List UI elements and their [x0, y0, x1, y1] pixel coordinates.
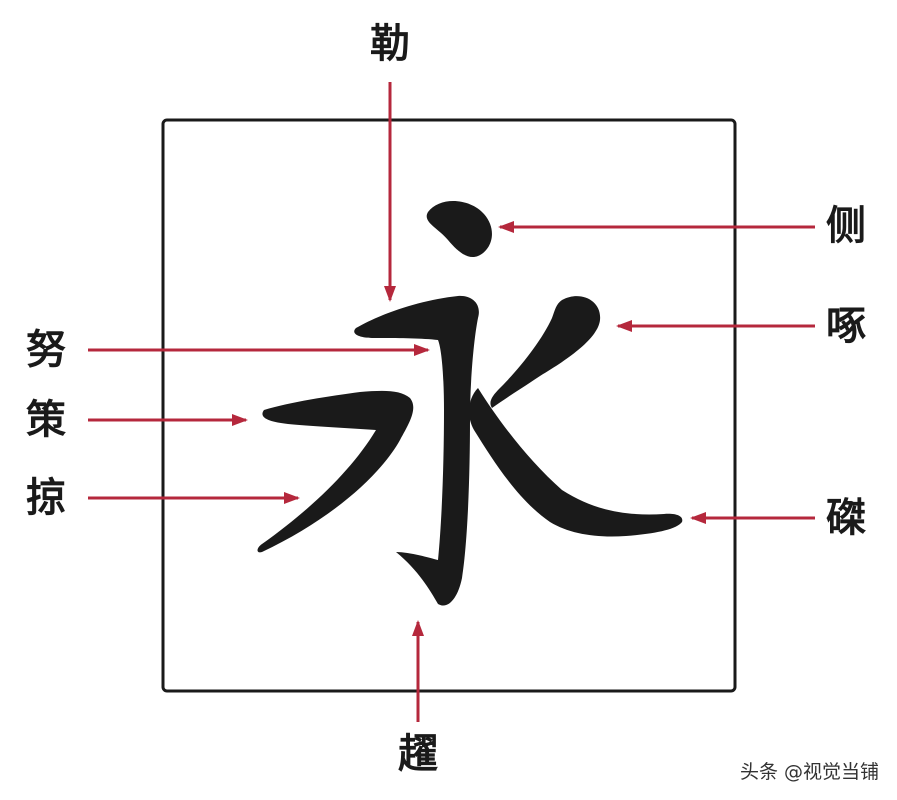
watermark: 头条 @视觉当铺 — [739, 761, 879, 783]
label-ti: 趯 — [398, 731, 438, 777]
label-ce-left: 策 — [26, 397, 66, 443]
character-yong — [257, 200, 683, 606]
character-frame — [161, 118, 737, 693]
label-zhuo: 啄 — [826, 303, 866, 349]
label-ce-right: 侧 — [826, 203, 866, 249]
label-lue: 掠 — [26, 475, 66, 521]
label-nu: 努 — [26, 327, 66, 373]
stroke-zhe — [469, 388, 683, 537]
stroke-ce-dot — [426, 200, 492, 258]
stroke-zhuo — [490, 296, 601, 408]
stroke-le-nu-ti — [354, 295, 479, 606]
arrows — [88, 82, 815, 722]
label-le: 勒 — [370, 21, 410, 67]
stroke-ce-lue — [257, 390, 414, 553]
label-zhe: 磔 — [826, 495, 866, 541]
